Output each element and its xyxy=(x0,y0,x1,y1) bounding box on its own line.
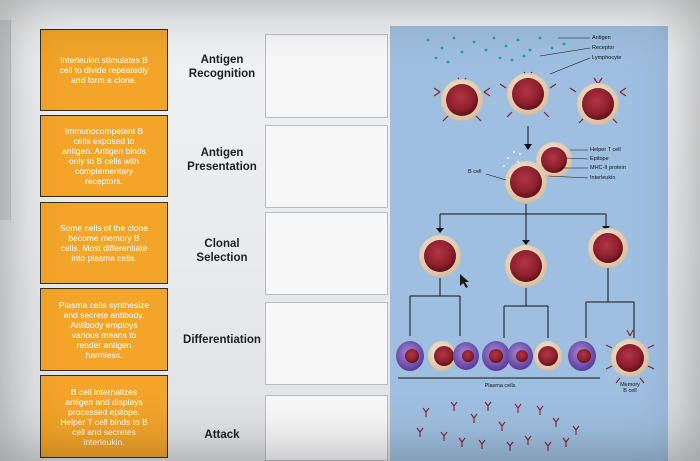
drop-target-clonal-selection[interactable] xyxy=(265,212,388,295)
b-cell-activation-diagram: Antigen Receptor Lymphocyte Helper T cel… xyxy=(390,26,668,461)
answer-card-4[interactable]: Plasma cells synthesize and secrete anti… xyxy=(40,288,168,371)
drop-target-antigen-recognition[interactable] xyxy=(265,34,388,118)
label-helper-t-cell: Helper T cell xyxy=(590,147,621,153)
answer-card-text: Some cells of the clone become memory B … xyxy=(60,223,148,263)
step-label-attack: Attack xyxy=(204,429,240,441)
label-memory-b-cell: Memory B cell xyxy=(620,382,640,394)
answer-card-text: Plasma cells synthesize and secrete anti… xyxy=(58,299,150,360)
plasma-cells-row xyxy=(396,329,655,384)
label-interleukin: Interleukin xyxy=(590,175,616,181)
label-lymphocyte: Lymphocyte xyxy=(592,55,622,61)
antibodies xyxy=(416,401,580,451)
answer-card-text: Immunocompetent B cells exposed to antig… xyxy=(62,126,146,186)
step-label-antigen-presentation: Antigen Presentation xyxy=(187,147,257,173)
answer-card-3[interactable]: Some cells of the clone become memory B … xyxy=(40,202,168,284)
label-epitope: Epitope xyxy=(590,156,609,162)
drop-target-attack[interactable] xyxy=(265,395,388,461)
diagram-drawing xyxy=(396,36,655,451)
label-plasma-cells: Plasma cells xyxy=(484,383,516,389)
step-label-clonal-selection: Clonal Selection xyxy=(196,238,248,264)
label-receptor: Receptor xyxy=(592,45,615,51)
label-b-cell: B cell xyxy=(468,169,482,175)
left-edge-panel xyxy=(0,20,11,220)
antigen-particles xyxy=(426,36,566,64)
step-label-differentiation: Differentiation xyxy=(183,334,261,346)
label-mhc-ii-protein: MHC-II protein xyxy=(590,165,626,171)
answer-card-2[interactable]: Immunocompetent B cells exposed to antig… xyxy=(40,115,168,197)
step-label-antigen-recognition: Antigen Recognition xyxy=(188,54,256,80)
drop-target-antigen-presentation[interactable] xyxy=(265,125,388,208)
drop-target-differentiation[interactable] xyxy=(265,302,388,385)
answer-card-text: Interleukin stimulates B cell to divide … xyxy=(59,55,149,85)
answer-card-5[interactable]: B cell internalizes antigen and displays… xyxy=(40,375,168,458)
answer-card-text: B cell internalizes antigen and displays… xyxy=(60,386,148,447)
answer-card-1[interactable]: Interleukin stimulates B cell to divide … xyxy=(40,29,168,111)
label-antigen: Antigen xyxy=(592,35,611,41)
